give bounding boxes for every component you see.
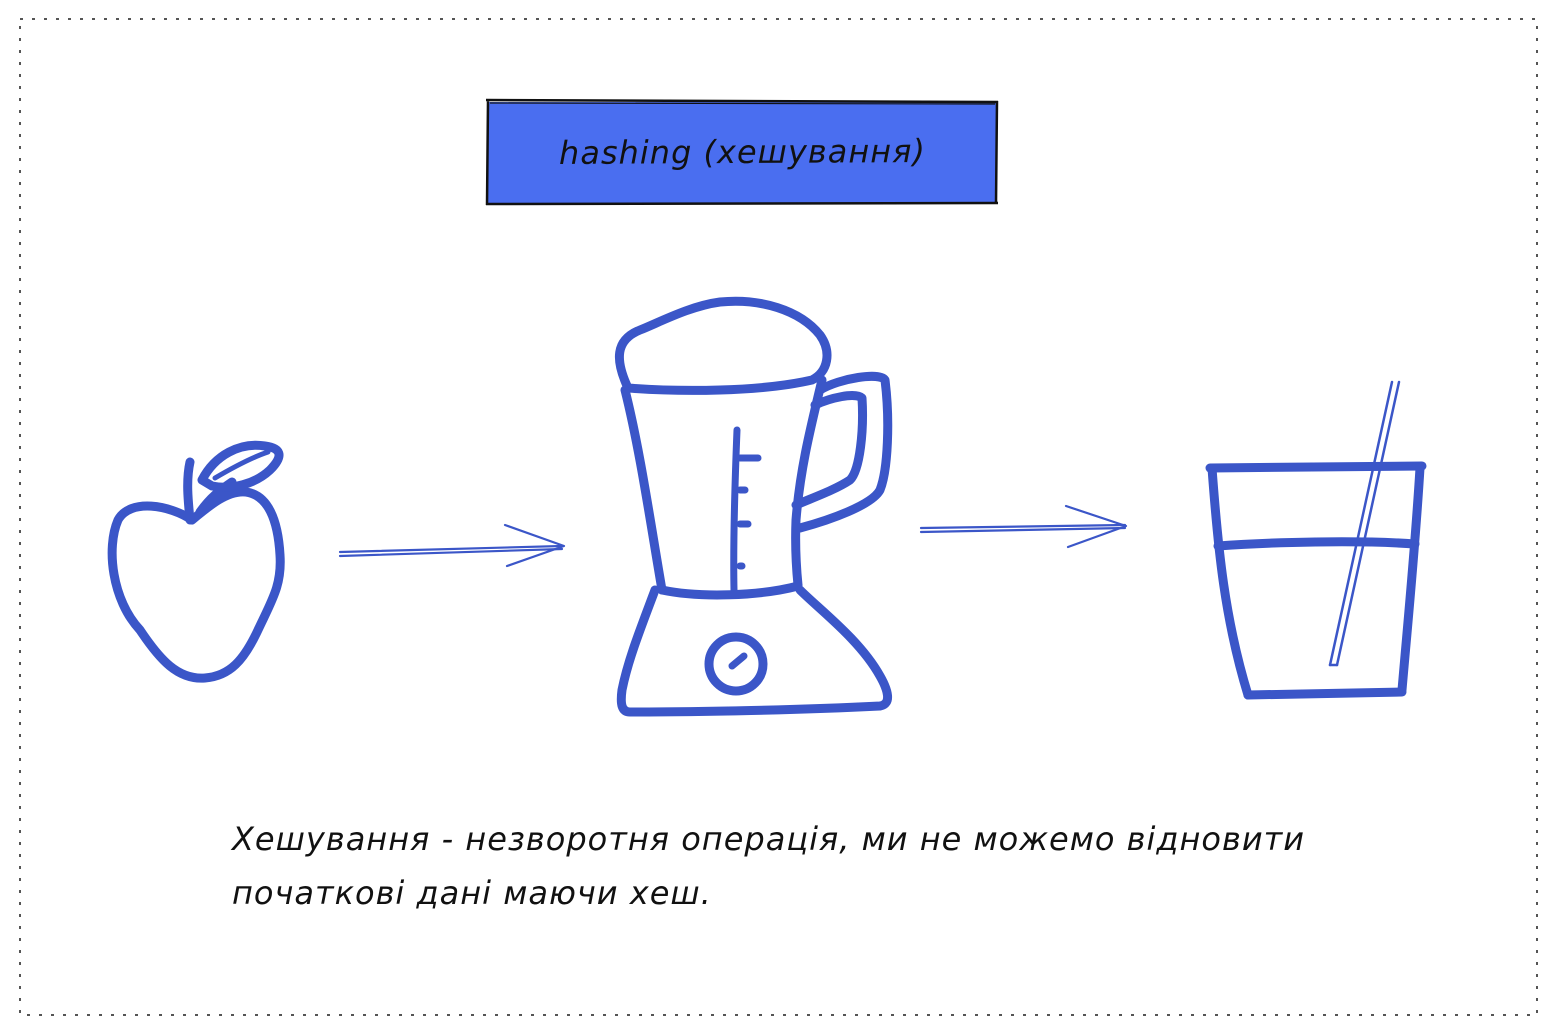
arrow-icon (338, 523, 566, 568)
apple-icon (107, 440, 285, 683)
caption: Хешування - незворотня операція, ми не м… (232, 812, 1392, 920)
arrow-icon (919, 504, 1128, 549)
caption-line-2: початкові дані маючи хеш. (232, 874, 712, 912)
caption-line-1: Хешування - незворотня операція, ми не м… (232, 820, 1306, 858)
glass-with-straw-icon (1205, 380, 1427, 700)
blender-icon (614, 296, 893, 717)
